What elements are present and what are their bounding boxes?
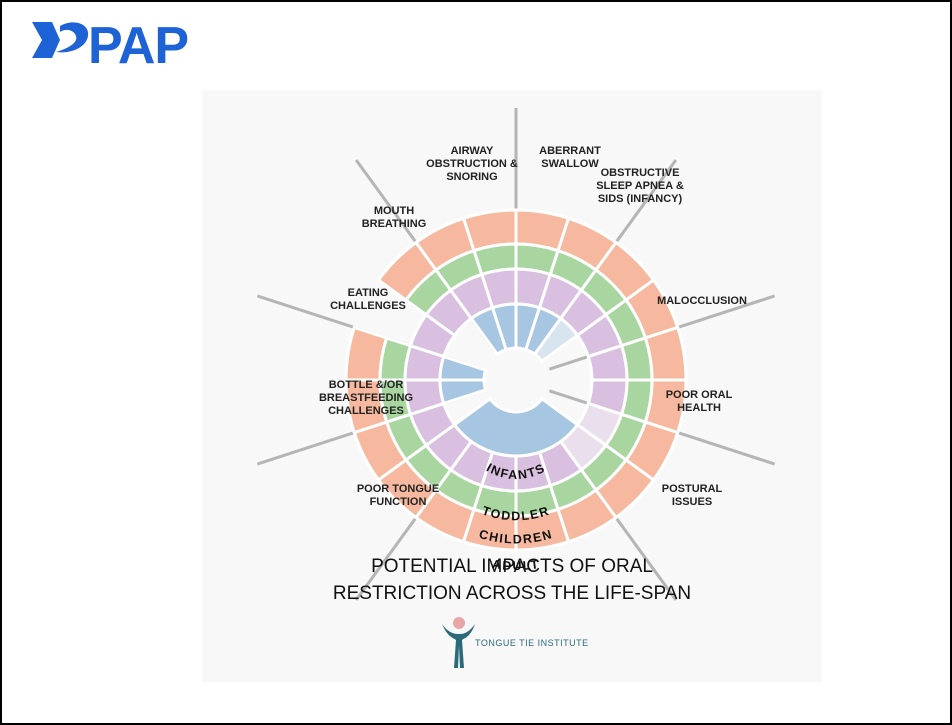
impact-label-line: HEALTH: [677, 402, 721, 414]
impact-label-line: FUNCTION: [370, 496, 427, 508]
impact-label-line: MALOCCLUSION: [657, 295, 747, 307]
ring-label-children: CHILDREN: [478, 527, 555, 547]
ring-label-infants: INFANTS: [484, 461, 548, 482]
impact-label-line: AIRWAY: [451, 145, 494, 157]
diagram-title-line1: POTENTIAL IMPACTS OF ORAL: [371, 556, 653, 577]
impact-label-line: CHALLENGES: [330, 300, 406, 312]
ring-label-toddler: TODDLER: [480, 504, 551, 524]
impact-label-line: MOUTH: [374, 205, 414, 217]
infants-segment-5: [438, 354, 488, 382]
impact-label-line: SLEEP APNEA &: [596, 180, 684, 192]
person-logo-icon: [440, 614, 476, 675]
impact-label-line: POOR ORAL: [666, 389, 733, 401]
impact-label-line: BOTTLE &/OR: [329, 379, 404, 391]
impact-label-line: BREASTFEEDING: [319, 392, 413, 404]
impact-label-line: SWALLOW: [541, 158, 599, 170]
impact-label-line: ABERRANT: [539, 145, 601, 157]
impact-label-line: POSTURAL: [662, 483, 723, 495]
ring-label-adult: ADULT: [491, 557, 540, 573]
impact-label-line: OBSTRUCTIVE: [601, 167, 680, 179]
infants-segment-light: [532, 316, 580, 364]
impact-label-line: POOR TONGUE: [357, 483, 439, 495]
impact-label-line: ISSUES: [672, 496, 712, 508]
impact-label-3: MALOCCLUSION: [657, 295, 747, 307]
diagram-title-line2: RESTRICTION ACROSS THE LIFE-SPAN: [332, 583, 692, 604]
infants-segment-bottom: [452, 396, 580, 458]
impact-label-line: BREATHING: [362, 218, 427, 230]
impact-label-line: SIDS (INFANCY): [598, 193, 683, 205]
epap-logo-icon: [30, 18, 92, 67]
brand-name: TONGUE TIE INSTITUTE: [475, 638, 589, 648]
impact-label-line: OBSTRUCTION &: [426, 158, 518, 170]
impact-label-line: SNORING: [446, 171, 497, 183]
impact-label-line: CHALLENGES: [328, 405, 404, 417]
impact-label-line: EATING: [348, 287, 389, 299]
logo-text: PAP: [88, 17, 189, 75]
